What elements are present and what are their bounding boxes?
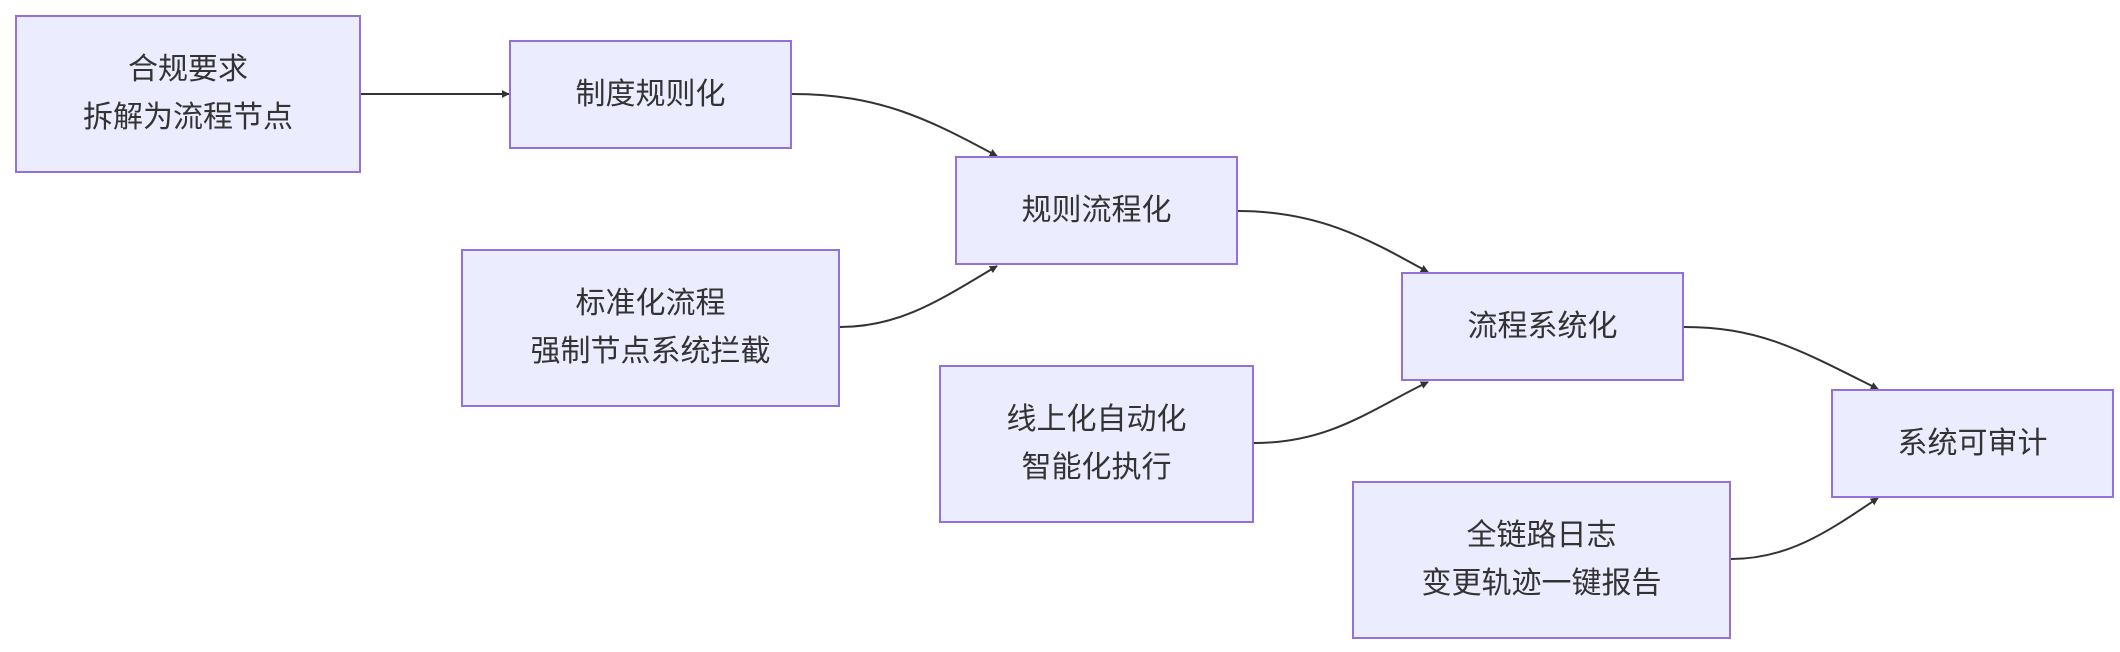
node-rule-process-line1: 规则流程化 <box>1021 192 1172 228</box>
node-system-auditable: 系统可审计 <box>1831 389 2114 498</box>
node-standard-process: 标准化流程 强制节点系统拦截 <box>461 249 840 407</box>
node-process-system: 流程系统化 <box>1401 272 1684 381</box>
node-auditable-line1: 系统可审计 <box>1897 425 2048 461</box>
node-online-line1: 线上化自动化 <box>1006 402 1187 437</box>
edge-process-system-to-auditable <box>1683 326 1879 390</box>
node-standard-line1: 标准化流程 <box>575 286 726 321</box>
edge-online-to-process-system <box>1253 381 1429 444</box>
node-institution-rules: 制度规则化 <box>509 40 792 149</box>
node-log-line1: 全链路日志 <box>1466 518 1617 553</box>
edge-rule-process-to-process-system <box>1237 210 1429 273</box>
edge-standard-to-rule-process <box>839 265 998 328</box>
node-standard-line2: 强制节点系统拦截 <box>530 334 771 369</box>
node-full-chain-log: 全链路日志 变更轨迹一键报告 <box>1352 481 1731 639</box>
node-institution-line1: 制度规则化 <box>575 76 726 112</box>
node-compliance-requirements: 合规要求 拆解为流程节点 <box>15 15 361 173</box>
node-process-system-line1: 流程系统化 <box>1467 308 1618 344</box>
node-compliance-line1: 合规要求 <box>128 52 248 87</box>
node-log-line2: 变更轨迹一键报告 <box>1421 566 1662 601</box>
node-rule-process: 规则流程化 <box>955 156 1238 265</box>
node-online-automation: 线上化自动化 智能化执行 <box>939 365 1254 523</box>
node-online-line2: 智能化执行 <box>1021 450 1172 485</box>
node-compliance-line2: 拆解为流程节点 <box>83 100 293 135</box>
edge-institution-to-rule-process <box>791 93 998 157</box>
edge-log-to-auditable <box>1730 497 1879 560</box>
